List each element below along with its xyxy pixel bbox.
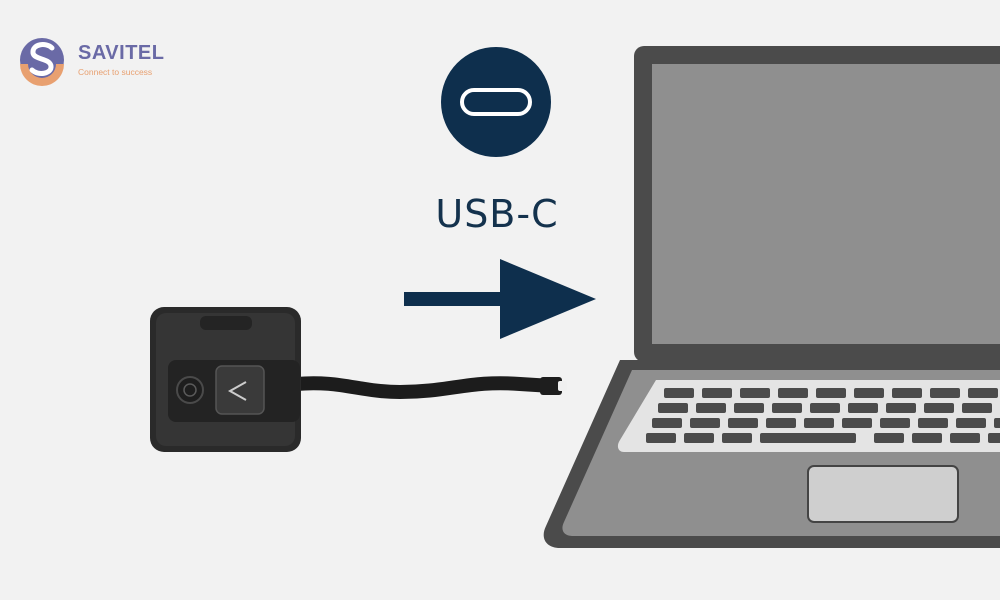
keyboard-keys [646,388,1000,443]
keyboard-key [728,418,758,428]
keyboard-key [924,403,954,413]
connector-label: USB-C [435,192,559,236]
keyboard-key [810,403,840,413]
power-button-icon [176,376,204,404]
keyboard-key [854,388,884,398]
brand-logo: SAVITEL Connect to success [16,34,186,90]
keyboard-key [740,388,770,398]
dongle-cable [289,376,559,400]
keyboard-key [930,388,960,398]
usb-c-plug-tip [558,381,567,391]
keyboard-key [778,388,808,398]
keyboard-key [702,388,732,398]
dongle-device [150,307,567,452]
keyboard-key [652,418,682,428]
keyboard-key [646,433,676,443]
keyboard-key [772,403,802,413]
arrow-right-icon [404,259,596,339]
keyboard-key [690,418,720,428]
keyboard-key [804,418,834,428]
keyboard-key [950,433,980,443]
dongle-notch [200,316,252,330]
brand-name: SAVITEL [78,42,165,64]
keyboard-key [892,388,922,398]
keyboard-key [874,433,904,443]
keyboard-key [696,403,726,413]
keyboard-key [968,388,998,398]
keyboard-key [918,418,948,428]
keyboard-key [912,433,942,443]
keyboard-key [842,418,872,428]
keyboard-key [734,403,764,413]
laptop-device [543,46,1000,548]
trackpad [807,465,959,523]
keyboard-key [848,403,878,413]
keyboard-key [962,403,992,413]
keyboard-key [766,418,796,428]
keyboard-key [886,403,916,413]
keyboard-key [658,403,688,413]
keyboard-key [760,433,856,443]
keyboard-key [722,433,752,443]
usb-c-plug [540,377,562,395]
keyboard-key [684,433,714,443]
keyboard-key [880,418,910,428]
laptop-screen [652,64,1000,344]
usb-c-port-icon [441,47,551,157]
share-button-icon [215,365,265,415]
keyboard-key [816,388,846,398]
keyboard-key [664,388,694,398]
savitel-s-icon [20,38,64,86]
keyboard-key [994,418,1000,428]
keyboard-key [956,418,986,428]
brand-tagline: Connect to success [78,67,153,77]
keyboard-key [988,433,1000,443]
